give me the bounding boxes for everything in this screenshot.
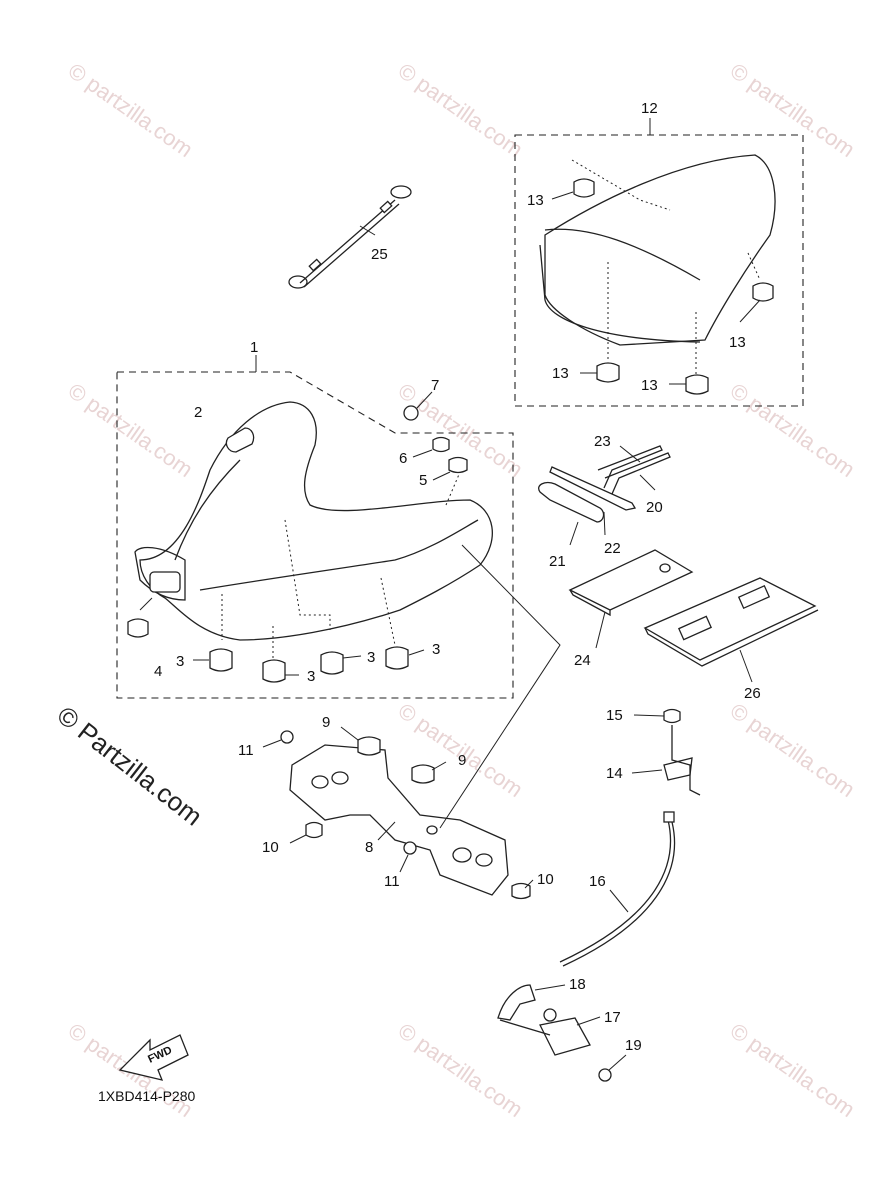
part-label-10: 10 xyxy=(537,871,554,888)
part-label-2: 2 xyxy=(194,404,202,421)
rear-seat xyxy=(544,154,776,346)
part-label-1: 1 xyxy=(250,339,258,356)
part-label-7: 7 xyxy=(431,377,439,394)
part-label-3: 3 xyxy=(307,668,315,685)
hex-wrench-23 xyxy=(597,445,663,489)
part-label-18: 18 xyxy=(569,976,586,993)
damper-9 xyxy=(357,736,381,756)
drawing-code: 1XBD414-P280 xyxy=(98,1088,196,1104)
nut-15 xyxy=(663,708,681,724)
part-label-9: 9 xyxy=(458,752,466,769)
grommet-5 xyxy=(448,456,468,474)
damper-13 xyxy=(596,362,620,383)
collar-6 xyxy=(432,436,450,453)
seat-bracket-assembly xyxy=(262,544,561,900)
part-label-17: 17 xyxy=(604,1009,621,1026)
rear-seat-group xyxy=(514,118,804,407)
front-seat xyxy=(139,401,493,641)
part-label-6: 6 xyxy=(399,450,407,467)
part-label-13: 13 xyxy=(641,377,658,394)
damper-13 xyxy=(685,374,709,395)
part-4-knob xyxy=(127,618,149,638)
part-label-22: 22 xyxy=(604,540,621,557)
part-label-8: 8 xyxy=(365,839,373,856)
part-label-13: 13 xyxy=(527,192,544,209)
damper-3 xyxy=(209,648,233,672)
part-label-3: 3 xyxy=(176,653,184,670)
part-label-21: 21 xyxy=(549,553,566,570)
part-labels: 1 2 3 3 3 3 3 4 5 6 7 8 9 9 10 10 11 11 … xyxy=(154,100,761,1054)
bracket-18 xyxy=(497,984,536,1021)
rear-seat-group-box xyxy=(514,134,804,407)
bolt-7 xyxy=(403,405,419,421)
tool-kit xyxy=(538,445,671,546)
part-label-3: 3 xyxy=(432,641,440,658)
bolt-11 xyxy=(280,730,294,744)
fwd-arrow: FWD xyxy=(118,1034,189,1081)
seat-cable xyxy=(288,185,412,289)
part-label-11: 11 xyxy=(384,873,400,890)
damper-10 xyxy=(305,821,323,839)
part-label-9: 9 xyxy=(322,714,330,731)
damper-3 xyxy=(262,659,286,683)
part-label-11: 11 xyxy=(238,742,254,759)
cable-16 xyxy=(559,819,672,963)
part-label-3: 3 xyxy=(367,649,375,666)
part-label-13: 13 xyxy=(552,365,569,382)
part-label-14: 14 xyxy=(606,765,623,782)
lock-17 xyxy=(539,1017,591,1056)
part-label-25: 25 xyxy=(371,246,388,263)
owners-manual-26 xyxy=(643,577,817,661)
part-label-24: 24 xyxy=(574,652,591,669)
damper-3 xyxy=(320,651,344,675)
damper-13 xyxy=(573,178,595,198)
damper-13 xyxy=(752,282,774,302)
part-label-4: 4 xyxy=(154,663,162,680)
tool-bag-24 xyxy=(568,549,694,611)
part-label-26: 26 xyxy=(744,685,761,702)
part-label-20: 20 xyxy=(646,499,663,516)
front-seat-group xyxy=(116,355,514,699)
bolt-19 xyxy=(598,1068,612,1082)
part-label-5: 5 xyxy=(419,472,427,489)
part-label-16: 16 xyxy=(589,873,606,890)
front-seat-group-box xyxy=(116,371,514,699)
tool-bag-and-manual xyxy=(568,549,819,683)
bracket-14 xyxy=(671,725,701,796)
damper-3 xyxy=(385,646,409,670)
bolt-11 xyxy=(403,841,417,855)
bracket-8 xyxy=(289,744,509,896)
part-2-tube xyxy=(225,427,255,453)
part-label-19: 19 xyxy=(625,1037,642,1054)
damper-9 xyxy=(411,764,435,784)
tool-22 xyxy=(549,466,637,511)
part-label-13: 13 xyxy=(729,334,746,351)
part-label-15: 15 xyxy=(606,707,623,724)
seat-lock-assembly xyxy=(497,708,701,1082)
part-label-12: 12 xyxy=(641,100,658,117)
part-label-23: 23 xyxy=(594,433,611,450)
tool-21-handle xyxy=(538,481,605,523)
part-label-10: 10 xyxy=(262,839,279,856)
